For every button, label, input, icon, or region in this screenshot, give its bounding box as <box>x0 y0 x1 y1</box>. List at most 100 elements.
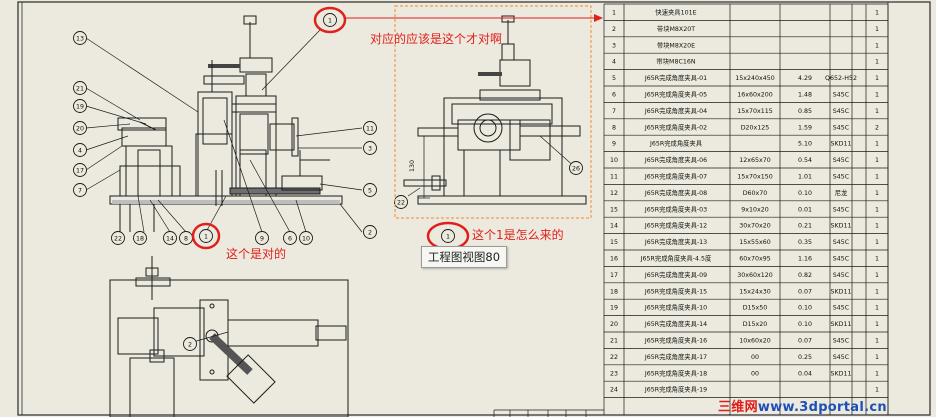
bom-cell-no: 2 <box>612 26 616 33</box>
bom-cell-name: J65R完成角度夹具-19 <box>644 385 707 394</box>
balloon-front-13-label: 13 <box>76 35 84 42</box>
balloon-item-1-top[interactable]: 1 <box>323 13 337 27</box>
balloon-front-17[interactable]: 17 <box>73 163 87 177</box>
balloon-front-21[interactable]: 21 <box>73 81 87 95</box>
bom-cell-wt: 0.82 <box>798 272 812 279</box>
balloon-top-2[interactable]: 2 <box>183 337 197 351</box>
bom-cell-qty: 1 <box>875 338 879 345</box>
bom-cell-mat: SKD11 <box>831 370 852 377</box>
balloon-side-26[interactable]: 26 <box>569 161 583 175</box>
balloon-front-10[interactable]: 10 <box>299 231 313 245</box>
view-selection-box[interactable] <box>394 5 592 219</box>
balloon-front-14-label: 14 <box>166 235 174 242</box>
balloon-front-22[interactable]: 22 <box>111 231 125 245</box>
balloon-front-9[interactable]: 9 <box>255 231 269 245</box>
balloon-front-20[interactable]: 20 <box>73 121 87 135</box>
balloon-side-26-label: 26 <box>572 165 580 172</box>
balloon-front-22-label: 22 <box>114 235 122 242</box>
bom-cell-name: J65R完成角度夹具-16 <box>644 336 707 345</box>
balloon-front-3-label: 3 <box>368 145 372 152</box>
bom-cell-qty: 1 <box>875 305 879 312</box>
balloon-front-19[interactable]: 19 <box>73 99 87 113</box>
bom-cell-spec: 00 <box>751 370 759 377</box>
balloon-front-4[interactable]: 4 <box>73 143 87 157</box>
side-view[interactable] <box>403 15 587 205</box>
bom-cell-mat: S45C <box>833 108 850 115</box>
balloon-front-8[interactable]: 8 <box>179 231 193 245</box>
balloon-front-14[interactable]: 14 <box>163 231 177 245</box>
bom-cell-qty: 1 <box>875 92 879 99</box>
balloon-front-9-label: 9 <box>260 235 264 242</box>
balloon-front-10-label: 10 <box>302 235 310 242</box>
bom-cell-mat: S45C <box>833 206 850 213</box>
bom-cell-name: J65R完成角度夹具-15 <box>644 286 707 295</box>
bom-cell-name: J65R完成角度夹具-01 <box>644 73 707 82</box>
bom-cell-name: J65R完成角度夹具-06 <box>644 155 707 164</box>
bom-cell-spec: D15x50 <box>743 305 768 312</box>
bom-cell-wt: 4.29 <box>798 75 812 82</box>
bom-cell-qty: 1 <box>875 42 879 49</box>
balloon-front-21-label: 21 <box>76 85 84 92</box>
annotation-left: 这个是对的 <box>226 247 287 261</box>
bom-cell-spec: 60x70x95 <box>739 256 771 263</box>
red-circle-top <box>313 6 347 34</box>
balloon-front-11[interactable]: 11 <box>363 121 377 135</box>
bom-cell-mat: S45C <box>833 256 850 263</box>
top-view[interactable] <box>109 256 349 417</box>
bom-cell-wt: 1.59 <box>798 124 812 131</box>
bom-cell-mat: SKD11 <box>831 288 852 295</box>
view-tooltip: 工程图视图80 <box>421 246 507 268</box>
bom-cell-no: 16 <box>610 256 618 263</box>
bom-cell-name: J65R完成角度夹具-18 <box>644 368 707 377</box>
bom-cell-spec: 12x65x70 <box>739 157 771 164</box>
balloon-front-18-label: 18 <box>136 235 144 242</box>
balloon-front-5-label: 5 <box>368 187 372 194</box>
balloon-front-3[interactable]: 3 <box>363 141 377 155</box>
bom-cell-wt: 0.04 <box>798 370 812 377</box>
balloon-front-18[interactable]: 18 <box>133 231 147 245</box>
bom-cell-wt: 1.48 <box>798 92 812 99</box>
bom-cell-no: 19 <box>610 305 618 312</box>
bom-cell-qty: 1 <box>875 26 879 33</box>
front-view[interactable] <box>85 15 363 237</box>
balloon-front-6[interactable]: 6 <box>283 231 297 245</box>
balloon-front-17-label: 17 <box>76 167 84 174</box>
balloon-front-5[interactable]: 5 <box>363 183 377 197</box>
balloon-side-22[interactable]: 22 <box>394 195 408 209</box>
balloon-item-1-side[interactable]: 1 <box>441 229 455 243</box>
balloon-front-2[interactable]: 2 <box>363 225 377 239</box>
bom-cell-no: 11 <box>610 174 618 181</box>
bom-cell-mat: S45C <box>833 124 850 131</box>
balloon-item-1-left[interactable]: 1 <box>199 229 213 243</box>
balloon-front-7[interactable]: 7 <box>73 183 87 197</box>
bom-cell-mat: Q652-H52 <box>825 75 857 82</box>
balloon-front-13[interactable]: 13 <box>73 31 87 45</box>
red-circle-left <box>191 222 221 250</box>
